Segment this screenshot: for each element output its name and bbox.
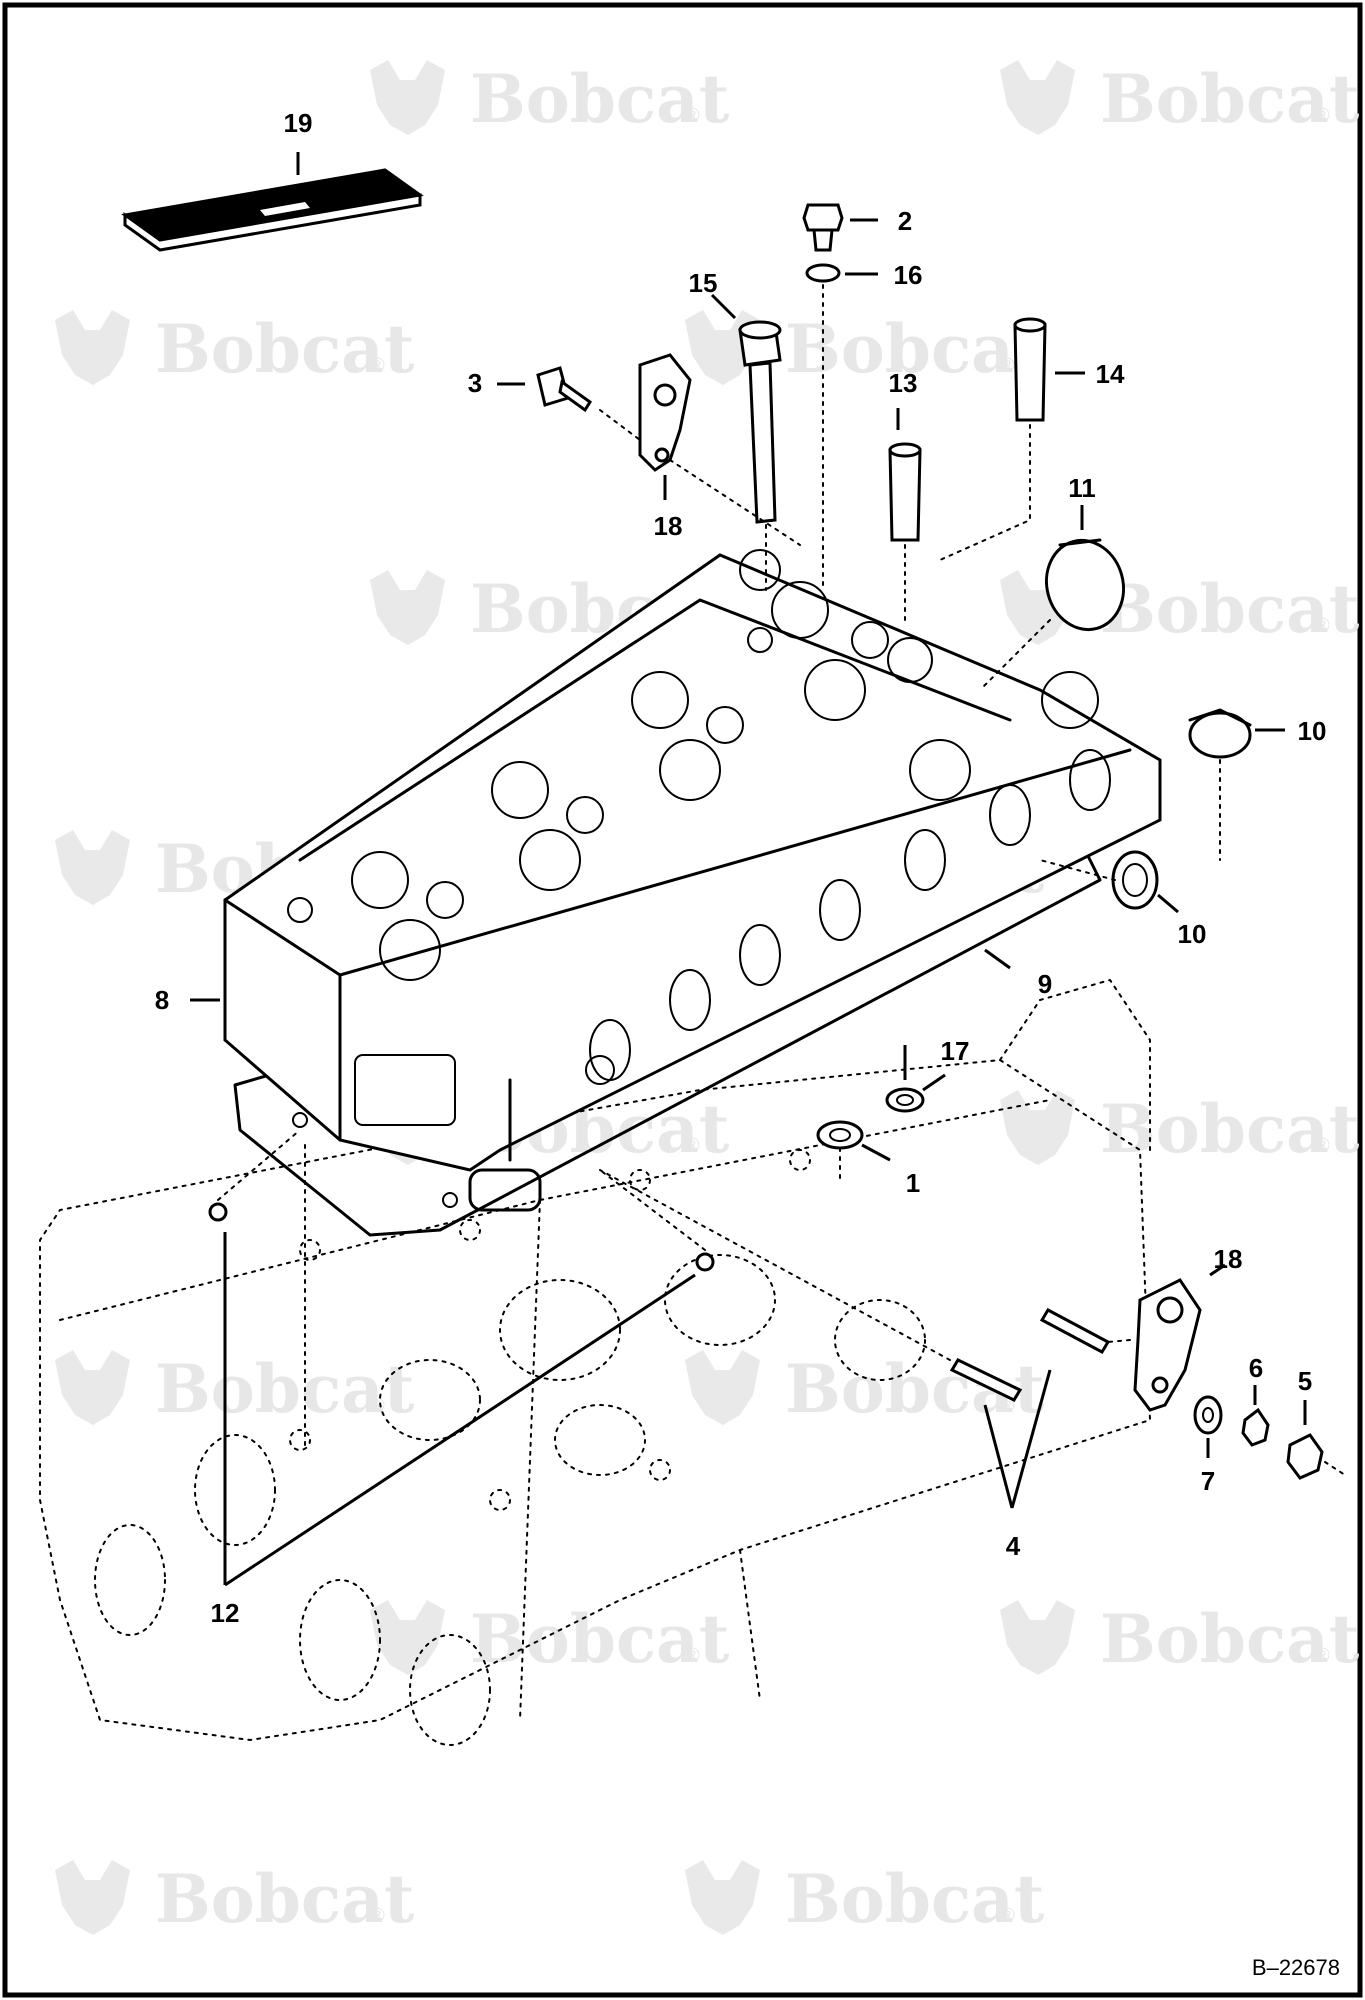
leader-lines (190, 152, 1307, 1587)
watermark-registered-mark: ® (370, 1395, 385, 1417)
watermark-registered-mark: ® (1000, 1395, 1015, 1417)
callout-8: 8 (155, 985, 169, 1015)
washer (1193, 1395, 1223, 1435)
bobcat-logo-icon: Bobcat® (1000, 60, 1360, 138)
watermark-registered-mark: ® (1315, 615, 1330, 637)
expansion-plug-right (1188, 708, 1252, 861)
watermark-text: Bobcat (155, 1860, 415, 1938)
watermark-registered-mark: ® (370, 355, 385, 377)
callout-layer: 19 2 16 15 3 13 14 18 11 10 10 8 9 17 1 … (155, 108, 1327, 1628)
callout-11: 11 (1068, 473, 1096, 503)
lifting-hook-lower (1107, 1278, 1202, 1412)
watermark-text: Bobcat (1100, 1090, 1360, 1168)
callout-2: 2 (898, 206, 912, 236)
seal-ring-small (885, 1087, 925, 1113)
callout-10-right: 10 (1298, 716, 1327, 746)
nut (1286, 1433, 1346, 1480)
watermark-registered-mark: ® (370, 1905, 385, 1927)
bobcat-logo-icon: Bobcat® (1000, 570, 1360, 648)
callout-17: 17 (941, 1036, 970, 1066)
watermark-registered-mark: ® (1000, 1905, 1015, 1927)
callout-13: 13 (889, 368, 918, 398)
watermark-registered-mark: ® (685, 1135, 700, 1157)
watermark-registered-mark: ® (1315, 105, 1330, 127)
watermark-text: Bobcat (1100, 570, 1360, 648)
bobcat-logo-icon: Bobcat® (1000, 1090, 1360, 1168)
lock-nut (1241, 1407, 1270, 1447)
callout-15: 15 (689, 268, 718, 298)
watermark-text: Bobcat (155, 310, 415, 388)
bobcat-logo-icon: Bobcat® (370, 1600, 730, 1678)
callout-4: 4 (1006, 1531, 1021, 1561)
callout-3: 3 (468, 368, 482, 398)
gasket-kit-box (121, 168, 424, 252)
bobcat-logo-icon: Bobcat® (55, 310, 415, 388)
head-bolt (738, 320, 782, 591)
callout-7: 7 (1201, 1466, 1215, 1496)
watermark-text: Bobcat (155, 1350, 415, 1428)
lifting-hook-upper (638, 353, 801, 546)
injector-sleeve (888, 442, 922, 621)
callout-10-front: 10 (1178, 919, 1207, 949)
bobcat-logo-icon: Bobcat® (1000, 1600, 1360, 1678)
watermark-text: Bobcat (470, 1600, 730, 1678)
watermark-text: Bobcat (1100, 1600, 1360, 1678)
drawing-number: B–22678 (1252, 1955, 1340, 1980)
callout-6: 6 (1249, 1353, 1263, 1383)
watermark-registered-mark: ® (1000, 355, 1015, 377)
watermark-text: Bobcat (785, 1860, 1045, 1938)
bobcat-logo-icon: Bobcat® (55, 1860, 415, 1938)
cylinder-head (223, 549, 1162, 1172)
small-bolt (536, 366, 641, 441)
callout-14: 14 (1096, 359, 1125, 389)
expansion-plug-large (979, 538, 1126, 691)
bobcat-logo-icon: Bobcat® (685, 310, 1045, 388)
callout-18-lower: 18 (1214, 1244, 1243, 1274)
watermark-registered-mark: ® (1315, 1135, 1330, 1157)
watermark-text: Bobcat (470, 60, 730, 138)
callout-9: 9 (1038, 969, 1052, 999)
glow-sleeve (939, 317, 1047, 561)
callout-16: 16 (894, 260, 923, 290)
bobcat-logo-icon: Bobcat® (370, 60, 730, 138)
watermark-layer: Bobcat®Bobcat®Bobcat®Bobcat®Bobcat®Bobca… (55, 60, 1360, 1938)
plug-and-washer (802, 203, 844, 591)
callout-1: 1 (906, 1168, 920, 1198)
seal-ring (816, 1120, 864, 1181)
callout-18-upper: 18 (654, 511, 683, 541)
studs (599, 1169, 1111, 1402)
watermark-text: Bobcat (785, 310, 1045, 388)
expansion-plug-front (1039, 850, 1159, 910)
watermark-registered-mark: ® (1315, 1645, 1330, 1667)
dowel-pins (208, 1129, 715, 1451)
callout-5: 5 (1298, 1366, 1312, 1396)
bobcat-logo-icon: Bobcat® (55, 1350, 415, 1428)
watermark-registered-mark: ® (685, 1645, 700, 1667)
watermark-text: Bobcat (1100, 60, 1360, 138)
callout-19: 19 (284, 108, 313, 138)
watermark-registered-mark: ® (685, 105, 700, 127)
bobcat-logo-icon: Bobcat® (685, 1860, 1045, 1938)
callout-12: 12 (211, 1598, 240, 1628)
